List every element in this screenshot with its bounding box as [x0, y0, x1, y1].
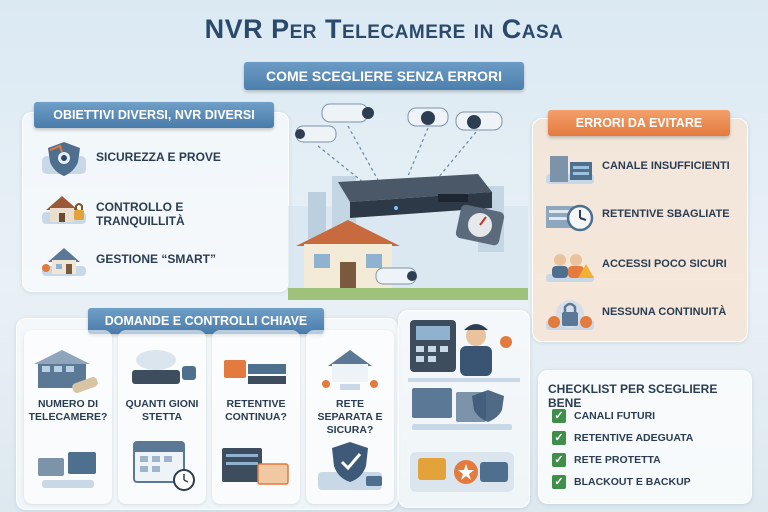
- objective-item-security: Sicurezza e prove: [36, 136, 266, 180]
- security-illustration: [404, 312, 524, 502]
- recording-icon: [220, 346, 292, 394]
- clock-icon: [544, 198, 596, 234]
- camera-count-icon: [32, 346, 104, 394]
- question-label: Numero di telecamere?: [28, 398, 108, 423]
- question-card-cameras: Numero di telecamere?: [24, 330, 112, 504]
- error-item-continuity: Nessuna continuità: [540, 294, 740, 334]
- error-label: Nessuna continuità: [602, 306, 727, 318]
- house-lock-icon: [40, 188, 88, 228]
- checklist-item: ✓ Blackout e backup: [552, 474, 742, 492]
- objective-label: Controllo e tranquillità: [96, 200, 185, 228]
- subtitle-ribbon: Come scegliere senza errori: [244, 62, 524, 90]
- recorder-icon: [126, 346, 198, 394]
- page-title: NVR Per Telecamere in Casa: [204, 14, 564, 44]
- checklist-item: ✓ Retentive adeguata: [552, 430, 742, 448]
- error-label: Accessi poco sicuri: [602, 258, 727, 270]
- question-label: Rete separata e sicura?: [317, 398, 383, 436]
- error-label: Retentive sbagliate: [602, 208, 730, 220]
- checklist-heading: Checklist per scegliere bene: [548, 382, 718, 410]
- question-label: Quanti gioni stetta: [125, 398, 199, 423]
- calendar-icon: [128, 434, 200, 494]
- questions-heading: Domande e controlli chiave: [88, 308, 324, 334]
- nvr-illustration: [288, 96, 528, 300]
- checklist-item: ✓ Rete protetta: [552, 452, 742, 470]
- check-icon: ✓: [552, 475, 566, 489]
- timeline-icon: [220, 440, 292, 494]
- question-label: Retentive continua?: [225, 398, 287, 423]
- checklist-panel: [538, 370, 752, 504]
- check-icon: ✓: [552, 409, 566, 423]
- checklist-label: Retentive adeguata: [574, 432, 694, 444]
- checklist-item: ✓ Canali futuri: [552, 408, 742, 426]
- objectives-heading: Obiettivi diversi, NVR diversi: [34, 102, 274, 128]
- checklist-label: Canali futuri: [574, 410, 656, 422]
- smart-home-icon: [40, 240, 88, 280]
- error-item-retention: Retentive sbagliate: [540, 196, 740, 236]
- objective-label: Sicurezza e prove: [96, 150, 221, 164]
- error-item-access: Accessi poco sicuri: [540, 246, 740, 286]
- error-label: Canale insufficienti: [602, 160, 730, 172]
- objective-item-control: Controllo e tranquillità: [36, 186, 266, 230]
- monitor-icon: [34, 444, 102, 492]
- network-shield-icon: [316, 436, 388, 496]
- checklist-label: Blackout e backup: [574, 476, 691, 488]
- question-card-network: Rete separata e sicura?: [306, 330, 394, 504]
- errors-heading: Errori da evitare: [548, 110, 730, 136]
- question-card-recording: Retentive continua?: [212, 330, 300, 504]
- check-icon: ✓: [552, 453, 566, 467]
- checklist-label: Rete protetta: [574, 454, 661, 466]
- lock-warning-icon: [544, 296, 596, 332]
- users-warning-icon: [544, 248, 596, 284]
- network-house-icon: [314, 342, 386, 394]
- question-card-days: Quanti gioni stetta: [118, 330, 206, 504]
- server-rack-icon: [544, 150, 596, 186]
- objective-label: Gestione “smart”: [96, 252, 217, 266]
- check-icon: ✓: [552, 431, 566, 445]
- error-item-channels: Canale insufficienti: [540, 148, 740, 188]
- objective-item-smart: Gestione “smart”: [36, 238, 266, 282]
- shield-eye-icon: [40, 138, 88, 178]
